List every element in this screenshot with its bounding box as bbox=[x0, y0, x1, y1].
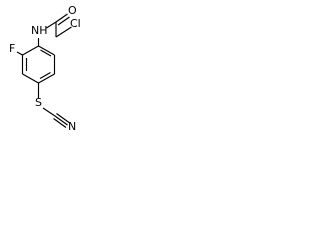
ring-bond-1 bbox=[38, 45, 55, 56]
benzene-ring bbox=[21, 45, 56, 84]
nh-to-carbonyl-bond bbox=[46, 21, 57, 29]
ring-double-bond-1 bbox=[40, 49, 52, 57]
methylene-to-cl-bond bbox=[55, 26, 72, 38]
ring-bond-6 bbox=[22, 45, 39, 56]
atom-label-fluorine: F bbox=[9, 42, 15, 55]
ring-to-f-bond bbox=[16, 51, 23, 56]
s-to-cyano-carbon-bond bbox=[42, 107, 56, 117]
atom-label-nitrogen: N bbox=[68, 120, 76, 133]
cyano-triple-bond-1 bbox=[54, 115, 68, 126]
ring-double-bond-2 bbox=[39, 72, 51, 79]
cyano-triple-bond-2 bbox=[53, 118, 67, 128]
cyano-triple-bond-3 bbox=[56, 113, 70, 123]
ring-bond-4 bbox=[22, 73, 39, 84]
chemical-structure-diagram: NH O Cl F S N bbox=[9, 4, 81, 133]
atom-label-sulfur: S bbox=[35, 96, 42, 109]
atom-label-chlorine: Cl bbox=[70, 17, 81, 30]
atom-label-carbonyl-oxygen: O bbox=[68, 4, 77, 17]
atom-label-nh: NH bbox=[31, 24, 48, 37]
carbonyl-double-bond-inner bbox=[57, 16, 70, 26]
carbonyl-double-bond-outer bbox=[55, 13, 68, 23]
ring-bond-3 bbox=[38, 73, 55, 84]
